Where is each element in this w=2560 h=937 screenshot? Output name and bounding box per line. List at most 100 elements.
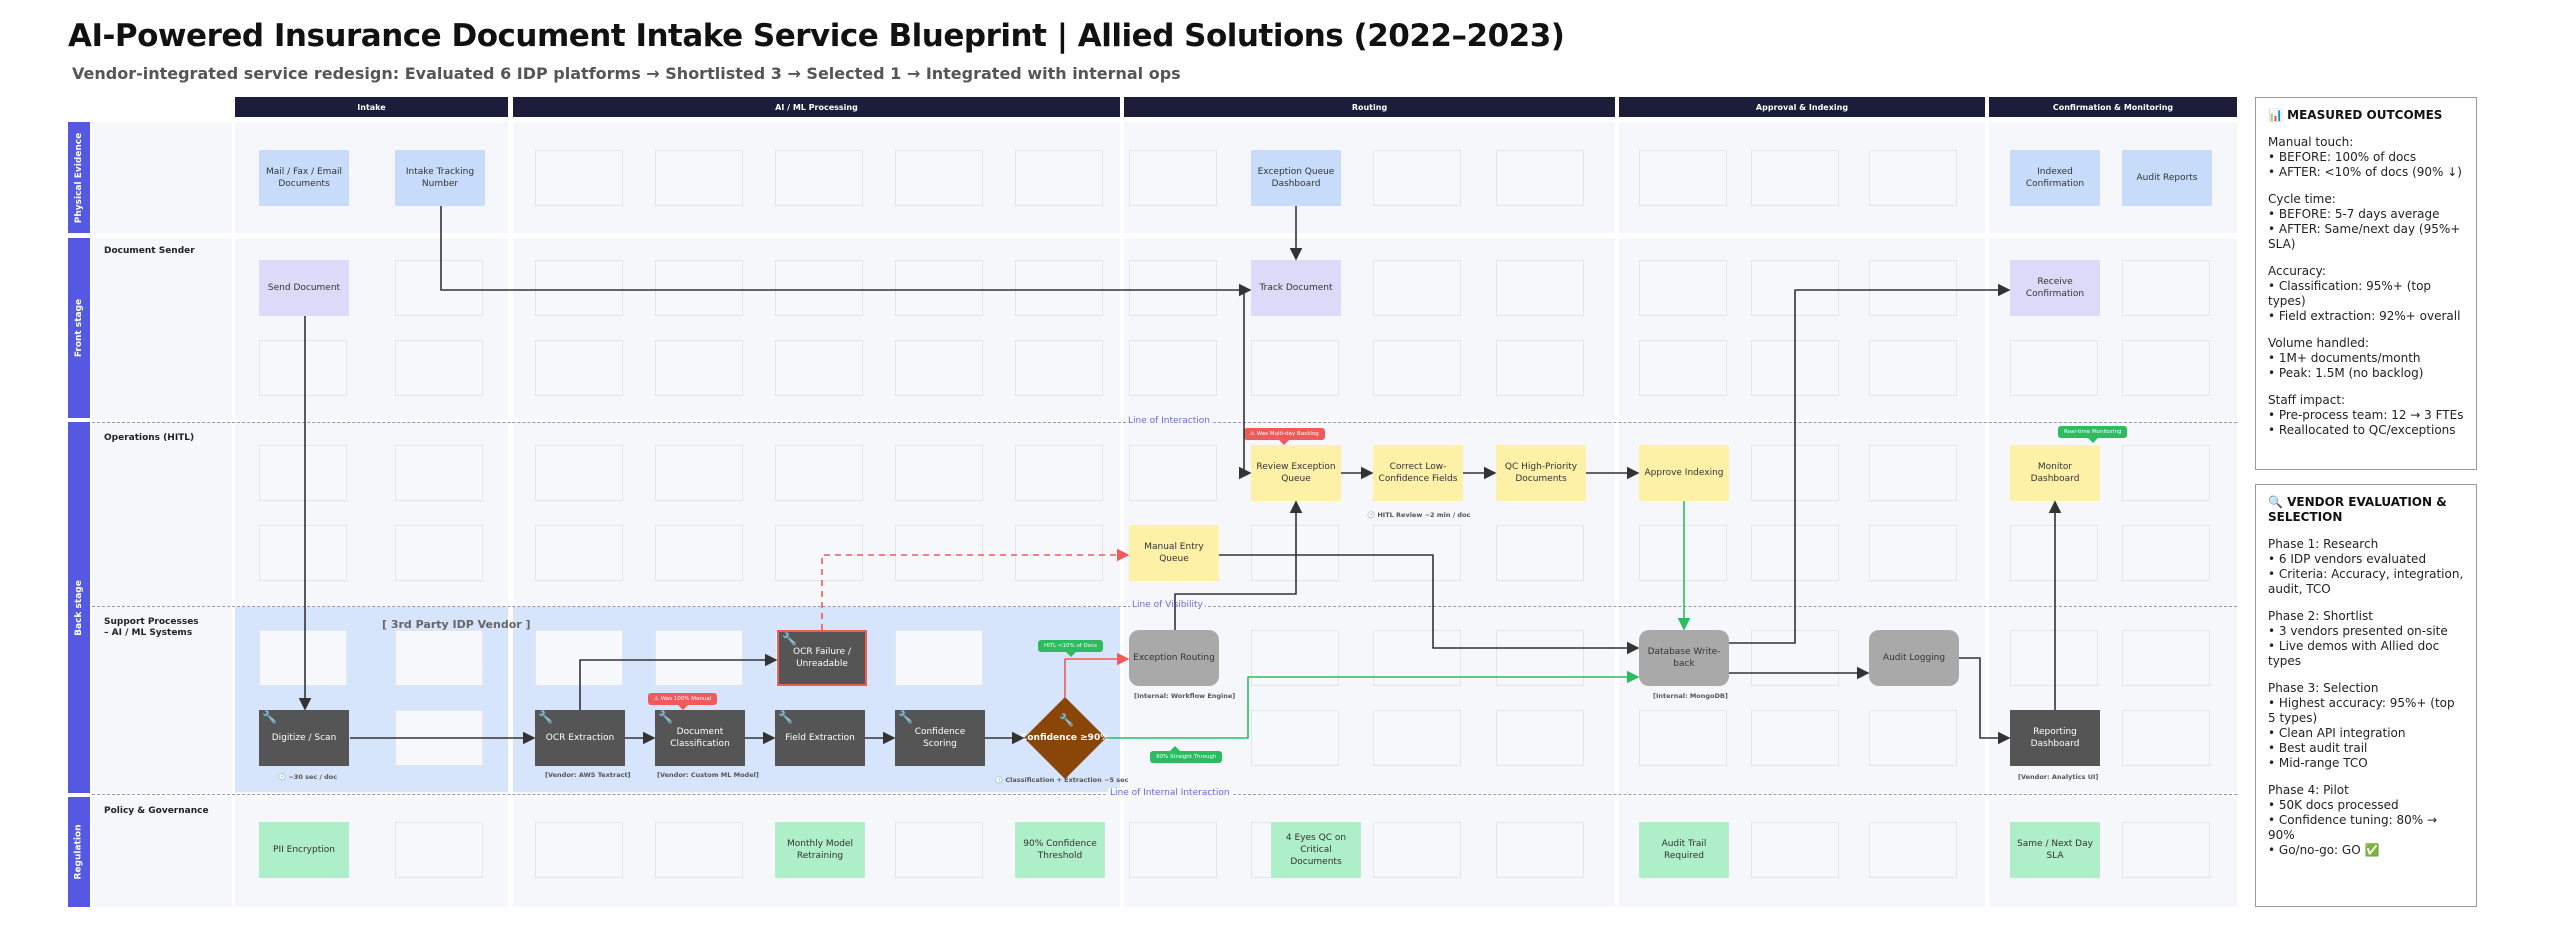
phase-header-intake: Intake	[235, 97, 508, 117]
op-correct-low-confidence[interactable]: Correct Low-Confidence Fields	[1373, 445, 1463, 501]
panel-list-item: • Live demos with Allied doc types	[2268, 639, 2440, 668]
reg-four-eyes-qc[interactable]: 4 Eyes QC on Critical Documents	[1271, 822, 1361, 878]
op-qc-high-priority[interactable]: QC High-Priority Documents	[1496, 445, 1586, 501]
empty-cell	[1751, 822, 1839, 878]
panel-list-item: • Clean API integration	[2268, 726, 2406, 740]
empty-cell	[535, 630, 623, 686]
fs-track-document[interactable]: Track Document	[1251, 260, 1341, 316]
op-manual-entry-queue[interactable]: Manual Entry Queue	[1129, 525, 1219, 581]
empty-cell	[655, 260, 743, 316]
reg-audit-trail[interactable]: Audit Trail Required	[1639, 822, 1729, 878]
empty-cell	[895, 525, 983, 581]
wrench-icon: 🔧	[262, 710, 277, 724]
lane-label-policy: Policy & Governance	[104, 806, 209, 816]
empty-cell	[395, 260, 483, 316]
op-monitor-dashboard[interactable]: Monitor Dashboard	[2010, 445, 2100, 501]
measured-outcomes-panel: 📊 MEASURED OUTCOMES Manual touch:• BEFOR…	[2255, 97, 2477, 470]
op-approve-indexing[interactable]: Approve Indexing	[1639, 445, 1729, 501]
pe-audit-reports[interactable]: Audit Reports	[2122, 150, 2212, 206]
int-exception-routing[interactable]: Exception Routing	[1129, 630, 1219, 686]
hitl-time-caption: 🕓 HITL Review ~2 min / doc	[1367, 511, 1471, 519]
vendor-zone-label: [ 3rd Party IDP Vendor ]	[382, 618, 531, 631]
sys-reporting-dashboard[interactable]: Reporting Dashboard	[2010, 710, 2100, 766]
reg-confidence-threshold[interactable]: 90% Confidence Threshold	[1015, 822, 1105, 878]
classify-vendor-caption: [Vendor: Custom ML Model]	[657, 771, 759, 779]
badge-real-time-monitoring: Real-time Monitoring	[2058, 426, 2128, 443]
empty-cell	[895, 445, 983, 501]
empty-cell	[259, 445, 347, 501]
empty-cell	[395, 340, 483, 396]
panel-list-item: • 3 vendors presented on-site	[2268, 624, 2448, 638]
pe-exception-queue-dashboard[interactable]: Exception Queue Dashboard	[1251, 150, 1341, 206]
lane-label-operations: Operations (HITL)	[104, 433, 195, 443]
db-caption: [Internal: MongoDB]	[1653, 692, 1728, 700]
sys-confidence-scoring[interactable]: 🔧Confidence Scoring	[895, 710, 985, 766]
empty-cell	[655, 630, 743, 686]
empty-cell	[2010, 525, 2098, 581]
stage-regulation: Regulation	[68, 797, 90, 907]
sys-ocr-extraction[interactable]: 🔧OCR Extraction	[535, 710, 625, 766]
panel-group: Phase 2: Shortlist• 3 vendors presented …	[2268, 609, 2464, 669]
empty-cell	[1015, 260, 1103, 316]
reg-pii-encryption[interactable]: PII Encryption	[259, 822, 349, 878]
empty-cell	[895, 630, 983, 686]
panel-group-heading: Cycle time:	[2268, 192, 2336, 206]
sys-digitize-scan[interactable]: 🔧Digitize / Scan	[259, 710, 349, 766]
pe-intake-tracking-number[interactable]: Intake Tracking Number	[395, 150, 485, 206]
int-audit-logging[interactable]: Audit Logging	[1869, 630, 1959, 686]
empty-cell	[655, 150, 743, 206]
empty-cell	[1015, 525, 1103, 581]
reporting-caption: [Vendor: Analytics UI]	[2018, 773, 2099, 781]
page-subtitle: Vendor-integrated service redesign: Eval…	[72, 64, 1181, 83]
fs-receive-confirmation[interactable]: Receive Confirmation	[2010, 260, 2100, 316]
empty-cell	[1639, 260, 1727, 316]
empty-cell	[1373, 710, 1461, 766]
digitize-time-caption: 🕓 ~30 sec / doc	[278, 773, 338, 781]
empty-cell	[1496, 150, 1584, 206]
empty-cell	[1373, 630, 1461, 686]
sys-field-extraction[interactable]: 🔧Field Extraction	[775, 710, 865, 766]
panel-group-heading: Manual touch:	[2268, 135, 2354, 149]
empty-cell	[1751, 630, 1839, 686]
panel-group-heading: Staff impact:	[2268, 393, 2346, 407]
panel-list-item: • Field extraction: 92%+ overall	[2268, 309, 2461, 323]
badge-was-100-manual: ⚠ Was 100% Manual	[648, 693, 718, 710]
panel-group-heading: Phase 2: Shortlist	[2268, 609, 2373, 623]
magnifier-icon: 🔍	[2268, 495, 2283, 509]
empty-cell	[1373, 340, 1461, 396]
page-title: AI-Powered Insurance Document Intake Ser…	[68, 18, 1565, 54]
empty-cell	[1751, 710, 1839, 766]
reg-monthly-retraining[interactable]: Monthly Model Retraining	[775, 822, 865, 878]
int-database-writeback[interactable]: Database Write-back	[1639, 630, 1729, 686]
sys-ocr-failure[interactable]: 🔧OCR Failure / Unreadable	[777, 630, 867, 686]
wrench-icon: 🔧	[898, 710, 913, 724]
empty-cell	[655, 822, 743, 878]
fs-send-document[interactable]: Send Document	[259, 260, 349, 316]
panel-list-item: • 50K docs processed	[2268, 798, 2399, 812]
lane-label-sender: Document Sender	[104, 246, 195, 256]
empty-cell	[2010, 340, 2098, 396]
reg-same-next-day-sla[interactable]: Same / Next Day SLA	[2010, 822, 2100, 878]
empty-cell	[1869, 525, 1957, 581]
empty-cell	[655, 340, 743, 396]
stage-back: Back stage	[68, 422, 90, 793]
vendor-groups: Phase 1: Research• 6 IDP vendors evaluat…	[2268, 537, 2464, 858]
op-review-exception-queue[interactable]: Review Exception Queue	[1251, 445, 1341, 501]
pe-mail-fax-email[interactable]: Mail / Fax / Email Documents	[259, 150, 349, 206]
wrench-icon: 🔧	[658, 710, 673, 724]
stage-physical-evidence: Physical Evidence	[68, 122, 90, 233]
lane-bg	[92, 797, 232, 907]
lane-bg	[92, 122, 232, 233]
empty-cell	[2122, 525, 2210, 581]
clock-icon: 🕓	[995, 776, 1006, 784]
panel-group-heading: Volume handled:	[2268, 336, 2370, 350]
empty-cell	[895, 822, 983, 878]
empty-cell	[1129, 822, 1217, 878]
empty-cell	[1496, 260, 1584, 316]
pe-indexed-confirmation[interactable]: Indexed Confirmation	[2010, 150, 2100, 206]
sys-document-classification[interactable]: 🔧Document Classification	[655, 710, 745, 766]
warning-icon: ⚠	[654, 696, 661, 702]
empty-cell	[1129, 150, 1217, 206]
empty-cell	[1373, 150, 1461, 206]
bar-chart-icon: 📊	[2268, 108, 2283, 122]
